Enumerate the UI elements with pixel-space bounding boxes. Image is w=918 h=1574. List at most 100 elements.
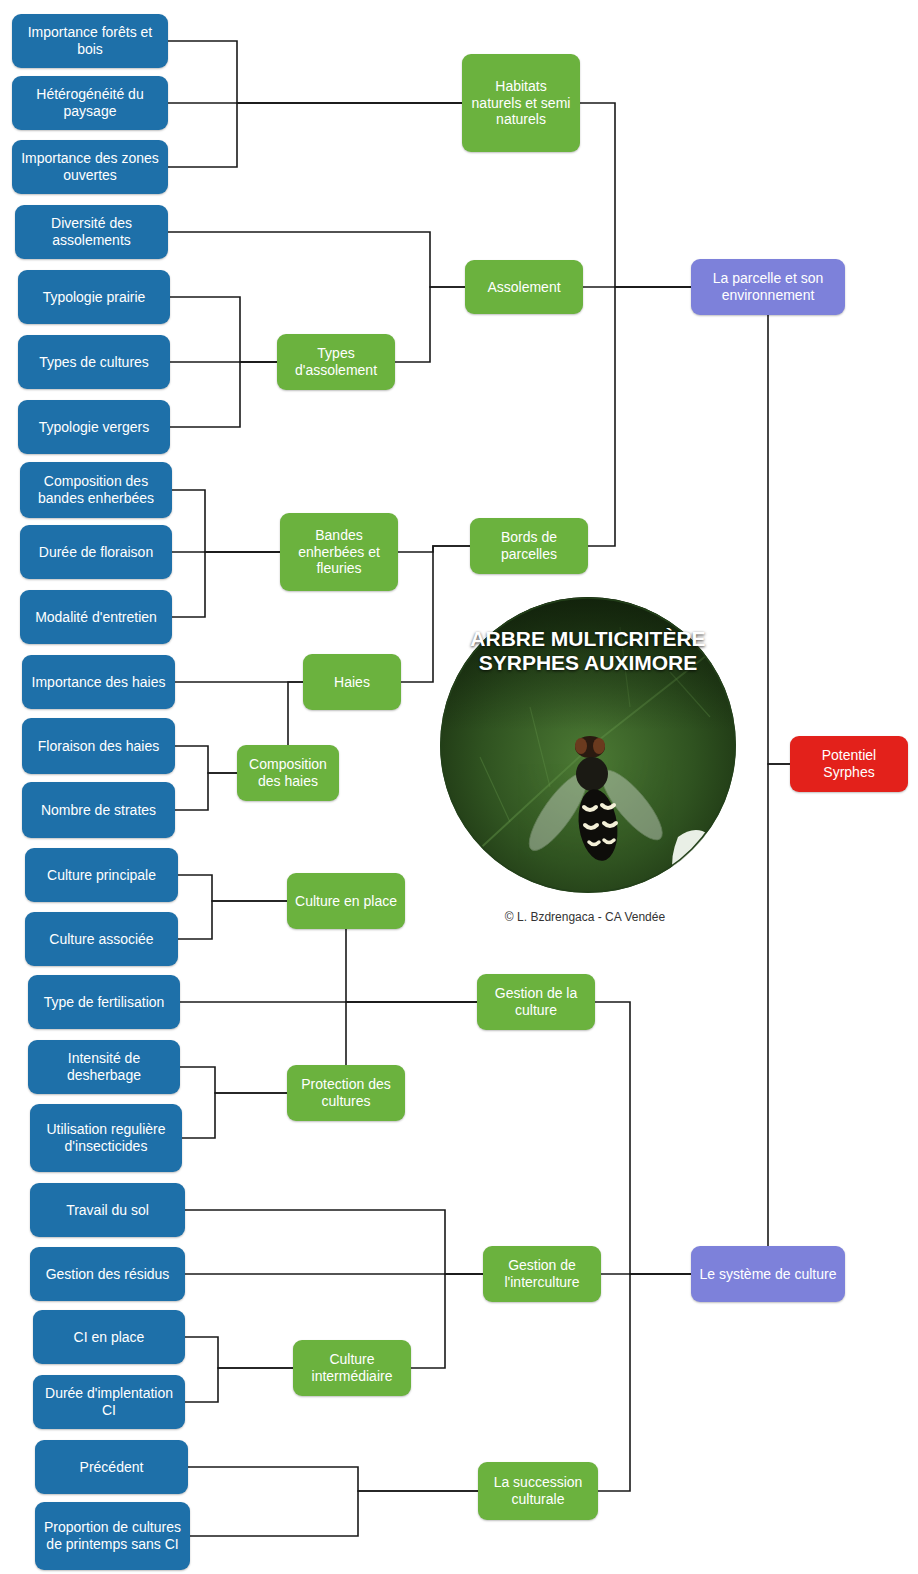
box-label: Protection des cultures: [295, 1076, 397, 1110]
category-box: Culture en place: [287, 873, 405, 929]
criterion-box: Types de cultures: [18, 335, 170, 389]
diagram-title: ARBRE MULTICRITÈRE SYRPHES AUXIMORE: [470, 627, 706, 675]
domain-box: Le système de culture: [691, 1246, 845, 1302]
box-label: Travail du sol: [66, 1202, 149, 1219]
criterion-box: Type de fertilisation: [28, 975, 180, 1029]
box-label: Le système de culture: [700, 1266, 837, 1283]
box-label: La succession culturale: [486, 1474, 590, 1508]
connector: [580, 103, 691, 287]
title-circle: ARBRE MULTICRITÈRE SYRPHES AUXIMORE: [440, 597, 736, 893]
connector: [188, 1467, 478, 1491]
category-box: Bandes enherbées et fleuries: [280, 513, 398, 591]
category-box: Haies: [303, 654, 401, 710]
connector: [170, 362, 277, 427]
connector: [190, 1491, 478, 1536]
box-label: Assolement: [487, 279, 560, 296]
criterion-box: Durée de floraison: [20, 525, 172, 579]
criterion-box: Importance forêts et bois: [12, 14, 168, 68]
connector: [170, 297, 277, 362]
photo-shade: [440, 597, 736, 893]
photo-content: [440, 597, 736, 893]
box-label: Durée d'implentation CI: [41, 1385, 177, 1419]
connector: [595, 1002, 691, 1274]
connector: [175, 773, 237, 810]
category-box: Gestion de l'interculture: [483, 1246, 601, 1302]
connector: [398, 546, 470, 552]
criterion-box: Nombre de strates: [22, 782, 175, 838]
box-label: Gestion de la culture: [485, 985, 587, 1019]
box-label: Types d'assolement: [285, 345, 387, 379]
criterion-box: Utilisation regulière d'insecticides: [30, 1104, 182, 1172]
connector: [168, 103, 462, 167]
box-label: Composition des haies: [245, 756, 331, 790]
criterion-box: Précédent: [35, 1440, 188, 1494]
criterion-box: Typologie vergers: [18, 400, 170, 454]
category-box: Protection des cultures: [287, 1065, 405, 1121]
criterion-box: Importance des zones ouvertes: [12, 140, 168, 194]
box-label: Composition des bandes enherbées: [28, 473, 164, 507]
box-label: Types de cultures: [39, 354, 149, 371]
criterion-box: Culture associée: [25, 912, 178, 966]
criterion-box: Culture principale: [25, 848, 178, 902]
circle-outline: [441, 598, 735, 892]
connector: [346, 1002, 477, 1065]
connector: [288, 682, 303, 745]
box-label: Gestion des résidus: [46, 1266, 170, 1283]
leaf-ground: [440, 597, 736, 893]
fly-eye: [593, 738, 605, 754]
category-box: Gestion de la culture: [477, 974, 595, 1030]
box-label: Habitats naturels et semi naturels: [470, 78, 572, 128]
box-label: Durée de floraison: [39, 544, 153, 561]
connector: [598, 1274, 691, 1491]
connector: [168, 41, 462, 103]
box-label: Culture intermédiaire: [301, 1351, 403, 1385]
criterion-box: Hétérogénéité du paysage: [12, 76, 168, 130]
box-label: Intensité de desherbage: [36, 1050, 172, 1084]
criterion-box: Intensité de desherbage: [28, 1040, 180, 1094]
criterion-box: Durée d'implentation CI: [33, 1375, 185, 1429]
box-label: Utilisation regulière d'insecticides: [38, 1121, 174, 1155]
connector: [588, 287, 691, 546]
criterion-box: Importance des haies: [22, 655, 175, 709]
criterion-box: Proportion de cultures de printemps sans…: [35, 1502, 190, 1570]
goal-box: Potentiel Syrphes: [790, 736, 908, 792]
connector: [401, 546, 470, 682]
connector: [185, 1210, 483, 1274]
criterion-box: Travail du sol: [30, 1183, 185, 1237]
connector: [180, 1067, 287, 1093]
box-label: Proportion de cultures de printemps sans…: [43, 1519, 182, 1553]
box-label: Bords de parcelles: [478, 529, 580, 563]
fly-marking: [585, 823, 616, 828]
connector: [182, 1093, 287, 1138]
fly-abdomen: [574, 787, 622, 864]
connector: [175, 681, 303, 683]
box-label: CI en place: [74, 1329, 145, 1346]
connector: [411, 1274, 483, 1368]
connector: [185, 1273, 483, 1275]
connector: [168, 232, 465, 287]
box-label: La parcelle et son environnement: [699, 270, 837, 304]
connector: [395, 287, 465, 362]
connector: [185, 1368, 293, 1402]
connector: [172, 552, 280, 617]
box-label: Floraison des haies: [38, 738, 159, 755]
box-label: Précédent: [80, 1459, 144, 1476]
connector: [172, 490, 280, 552]
fly-head: [575, 736, 605, 758]
box-label: Type de fertilisation: [44, 994, 165, 1011]
box-label: Haies: [334, 674, 370, 691]
box-label: Typologie vergers: [39, 419, 150, 436]
criterion-box: Composition des bandes enherbées: [20, 462, 172, 518]
box-label: Hétérogénéité du paysage: [20, 86, 160, 120]
criterion-box: Modalité d'entretien: [20, 590, 172, 644]
criterion-box: Diversité des assolements: [15, 205, 168, 259]
fly-eye: [575, 738, 587, 754]
fly-marking: [589, 840, 614, 845]
photo-credit: © L. Bzdrengaca - CA Vendée: [475, 910, 695, 924]
box-label: Bandes enherbées et fleuries: [288, 527, 390, 577]
box-label: Diversité des assolements: [23, 215, 160, 249]
fly-marking: [584, 805, 614, 810]
box-label: Culture associée: [49, 931, 153, 948]
category-box: Assolement: [465, 260, 583, 314]
box-label: Potentiel Syrphes: [798, 747, 900, 781]
